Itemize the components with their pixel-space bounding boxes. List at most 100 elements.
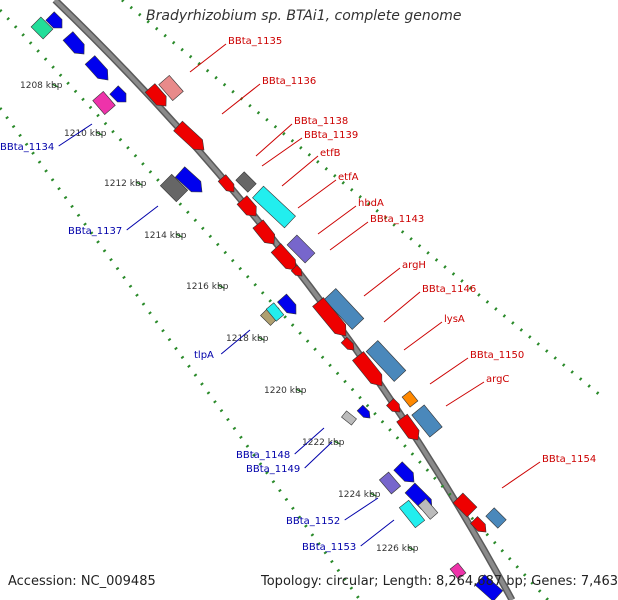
gene-leader-line [445, 381, 485, 407]
gene-minus [356, 404, 371, 419]
gene-minus [174, 166, 203, 193]
gene-plus [452, 492, 478, 518]
gene-plus [485, 507, 507, 529]
gene-minus [265, 302, 285, 322]
ruler-tick [51, 83, 59, 88]
ruler-label: 1218 kbp [226, 334, 269, 344]
gene-leader-line [344, 497, 379, 521]
gene-leader-line [255, 123, 293, 157]
gene-minus [393, 461, 415, 483]
gene-leader-line [58, 123, 93, 147]
gene-leader-line [126, 205, 159, 231]
gene-leader-line [221, 83, 261, 115]
gene-minus [417, 498, 439, 520]
gene-label: BBta_1150 [470, 350, 524, 361]
gene-plus [252, 185, 296, 229]
gene-plus [365, 340, 407, 382]
gene-minus [109, 85, 127, 103]
gene-leader-line [501, 461, 541, 489]
gene-minus [341, 410, 357, 426]
ruler-tick [217, 284, 225, 289]
gene-plus [312, 297, 347, 337]
gene-plus [396, 413, 420, 441]
ruler-label: 1212 kbp [104, 179, 147, 189]
gene-plus [144, 83, 167, 107]
ruler-label: 1210 kbp [64, 129, 107, 139]
gene-label: BBta_1146 [422, 284, 476, 295]
gene-label: BBta_1137 [68, 226, 122, 237]
ruler-label: 1208 kbp [20, 81, 63, 91]
gene-minus [159, 173, 189, 203]
map-title: Bradyrhizobium sp. BTAi1, complete genom… [146, 8, 462, 24]
ruler-label: 1214 kbp [144, 231, 187, 241]
gene-label: BBta_1149 [246, 464, 300, 475]
gene-label: BBta_1139 [304, 130, 358, 141]
gene-label: etfA [338, 172, 359, 183]
gene-leader-line [363, 267, 401, 297]
gene-leader-line [281, 155, 319, 187]
gene-leader-line [294, 427, 325, 455]
gene-label: BBta_1154 [542, 454, 596, 465]
gene-minus [449, 562, 467, 580]
ruler-tick [135, 181, 143, 186]
gene-leader-line [360, 519, 395, 547]
gene-label: BBta_1148 [236, 450, 290, 461]
gene-minus [84, 55, 109, 81]
gene-minus [45, 11, 63, 29]
ruler-tick [407, 546, 415, 551]
gene-minus [277, 293, 297, 315]
ruler-label: 1220 kbp [264, 386, 307, 396]
gene-minus [474, 574, 504, 600]
gene-leader-line [403, 321, 443, 351]
gene-plus [286, 234, 316, 264]
genome-summary-text: Topology: circular; Length: 8,264,687 bp… [261, 574, 618, 589]
ruler-label: 1216 kbp [186, 282, 229, 292]
ruler-label: 1222 kbp [302, 438, 345, 448]
gene-label: argC [486, 374, 509, 385]
ruler-tick [175, 233, 183, 238]
gene-plus [411, 404, 443, 438]
gene-plus [236, 195, 257, 217]
gene-plus [340, 336, 355, 351]
gene-leader-line [383, 291, 421, 323]
gene-label: BBta_1143 [370, 214, 424, 225]
gene-minus [30, 16, 54, 40]
gene-plus [235, 171, 257, 193]
gene-plus [386, 398, 401, 413]
gene-label: BBta_1135 [228, 36, 282, 47]
gene-label: BBta_1136 [262, 76, 316, 87]
gene-label: lysA [444, 314, 465, 325]
gene-leader-line [261, 137, 303, 167]
gene-plus [217, 174, 235, 193]
gene-leader-line [297, 179, 337, 209]
gene-leader-line [220, 329, 251, 355]
gene-minus [92, 90, 116, 116]
gene-leader-line [429, 357, 469, 385]
ruler-label: 1224 kbp [338, 490, 381, 500]
gene-label: argH [402, 260, 426, 271]
gene-label: BBta_1134 [0, 142, 54, 153]
gene-plus [290, 264, 303, 277]
ruler-label: 1226 kbp [376, 544, 419, 554]
gene-label: BBta_1153 [302, 542, 356, 553]
gene-leader-line [304, 441, 333, 469]
gene-plus [173, 120, 205, 151]
ruler-tick [369, 492, 377, 497]
gene-minus [62, 31, 85, 55]
ruler-tick [333, 440, 341, 445]
gene-label: etfB [320, 148, 341, 159]
gene-minus [398, 499, 426, 529]
gene-plus [401, 390, 419, 408]
gene-leader-line [329, 221, 369, 251]
gene-minus [378, 471, 402, 495]
gene-leader-line [317, 205, 357, 235]
gene-label: BBta_1152 [286, 516, 340, 527]
gene-plus [252, 219, 276, 245]
genome-map: 1208 kbp 1210 kbp 1212 kbp 1214 kbp 1216 kbp… [0, 0, 601, 600]
ruler-tick [295, 388, 303, 393]
gene-plus [470, 516, 487, 533]
gene-plus [352, 351, 383, 387]
gene-plus [323, 288, 365, 330]
gene-label: BBta_1138 [294, 116, 348, 127]
